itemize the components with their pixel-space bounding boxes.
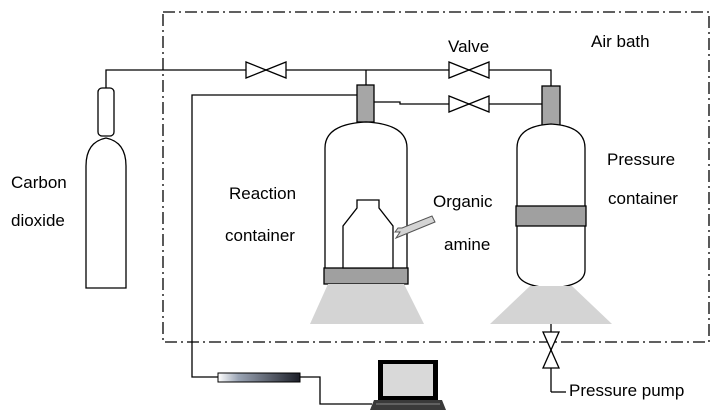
valve-icon (541, 331, 561, 369)
organic-label: Organic (433, 192, 493, 211)
gas-cylinder-icon (85, 87, 127, 289)
laptop-icon (370, 360, 446, 410)
pressure-sensor-icon (217, 372, 301, 383)
reaction-container-vessel (310, 84, 436, 324)
air-bath-boundary (162, 11, 710, 343)
amine-label: amine (444, 235, 491, 254)
carbon-label: Carbon (11, 173, 67, 192)
pressure-container-vessel (490, 85, 612, 324)
reaction-label: Reaction (229, 184, 297, 203)
dioxide-label: dioxide (11, 211, 65, 230)
pressure-label: Pressure (607, 150, 676, 169)
valve-icon (245, 61, 287, 79)
air-bath-label: Air bath (591, 32, 650, 51)
valve-label: Valve (448, 37, 490, 56)
valve-icon (448, 95, 490, 113)
pressure-container-label: container (608, 189, 678, 208)
reaction-container-label: container (225, 226, 295, 245)
pressure-pump-label: Pressure pump (569, 381, 685, 400)
valve-icon (448, 61, 490, 79)
